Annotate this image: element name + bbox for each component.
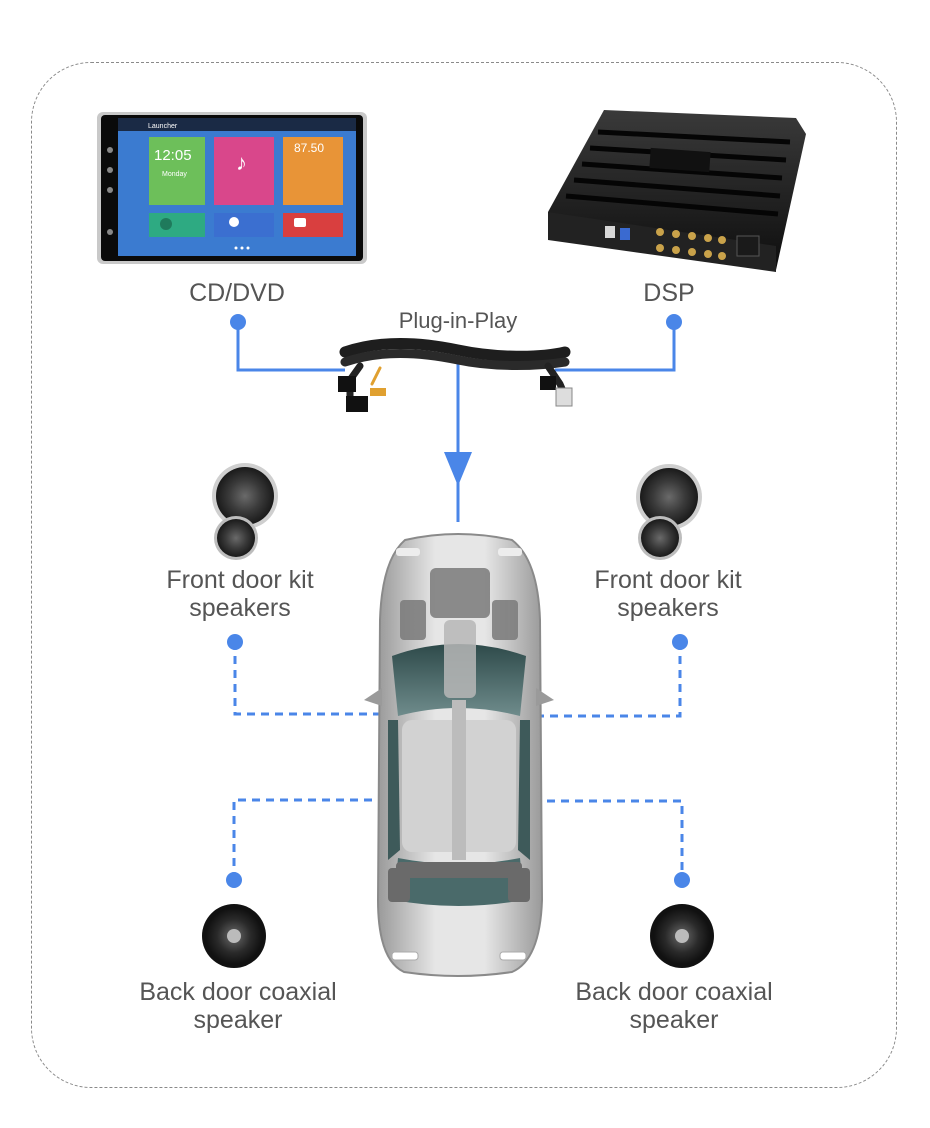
front-left-speaker-image [212,463,278,560]
back-left-label-line1: Back door coaxial [139,978,337,1006]
dsp-image [548,110,806,272]
front-right-label: Front door kit speakers [548,566,788,622]
head-unit-day: Monday [162,171,187,178]
music-note-icon: ♪ [236,150,247,175]
head-unit-status-text: Launcher [148,123,178,130]
front-left-connector-line [233,642,386,716]
front-right-speaker-image [636,464,702,560]
back-right-label-line2: speaker [629,1006,719,1034]
back-right-label: Back door coaxial speaker [542,978,806,1034]
head-unit-temp: 87.50 [294,141,324,155]
front-right-connector-line [533,642,682,718]
front-left-label-line2: speakers [189,594,291,622]
diagram-border [31,62,897,1088]
back-right-connector-dot [674,872,690,888]
front-left-label-line1: Front door kit [166,566,314,594]
front-right-label-line2: speakers [617,594,719,622]
back-left-connector-dot [226,872,242,888]
head-unit-clock: 12:05 [154,147,192,164]
car-top-view-image [364,533,554,977]
back-left-connector-line [232,798,386,880]
plug-in-play-label: Plug-in-Play [398,308,518,333]
cd-dvd-label: CD/DVD [189,279,285,307]
back-left-label: Back door coaxial speaker [108,978,368,1034]
back-right-connector-line [533,799,684,880]
front-left-connector-dot [227,634,243,650]
front-right-label-line1: Front door kit [594,566,742,594]
dsp-connector-dot [666,314,682,330]
dsp-label: DSP [643,279,695,307]
back-left-label-line2: speaker [193,1006,283,1034]
back-right-label-line1: Back door coaxial [575,978,773,1006]
back-right-speaker-image [650,904,714,968]
front-right-connector-dot [672,634,688,650]
arrow-down-icon [444,452,472,486]
head-unit-image: Launcher 12:05 Monday ♪ 87.50 [97,112,367,264]
cd-dvd-connector-dot [230,314,246,330]
dsp-connector-line [555,322,676,372]
cd-dvd-connector-line [236,322,345,372]
front-left-label: Front door kit speakers [120,566,360,622]
back-left-speaker-image [202,904,266,968]
